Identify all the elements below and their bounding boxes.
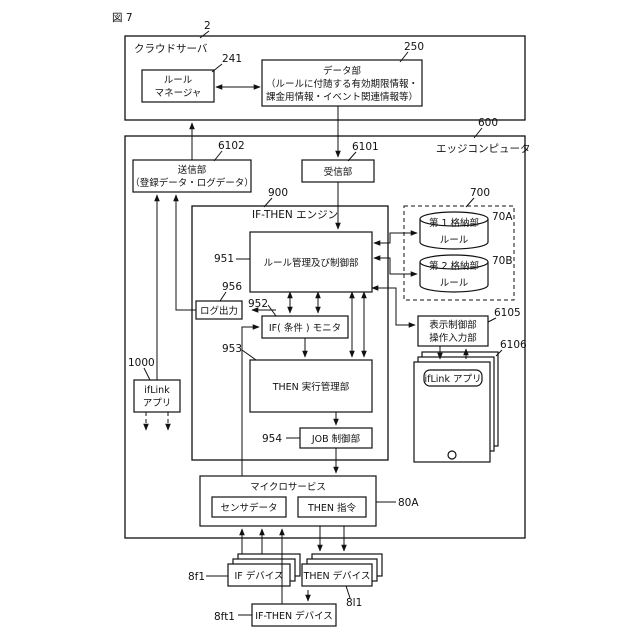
storage2-body: ルール: [440, 278, 469, 289]
ifthen-device-label: IF-THEN デバイス: [255, 610, 333, 622]
leader-then-exec: [242, 350, 256, 360]
rule-manager-label-2: マネージャ: [155, 88, 202, 99]
data-unit-label-3: 課金用情報・イベント関連情報等）: [266, 91, 418, 103]
rule-storage1-arrow: [374, 233, 417, 243]
rule-mgmt-label: ルール管理及び制御部: [263, 257, 358, 269]
ref-then-exec: 953: [222, 343, 242, 355]
sender-label-2: （登録データ・ログデータ）: [130, 177, 254, 189]
figure-label: 図 7: [112, 12, 133, 24]
then-exec-label: THEN 実行管理部: [272, 381, 350, 393]
receiver-label: 受信部: [324, 166, 353, 178]
ref-app: 1000: [128, 357, 155, 369]
ifthen-engine-label: IF-THEN エンジン: [252, 209, 338, 221]
ref-job: 954: [262, 433, 282, 445]
leader-log-output: [220, 292, 226, 301]
leader-app: [144, 368, 150, 380]
rule-storage2-arrow: [374, 258, 417, 274]
if-monitor-label: IF( 条件 ) モニタ: [269, 322, 341, 334]
then-command-label: THEN 指令: [307, 502, 357, 514]
storage1-body: ルール: [440, 235, 469, 246]
leader-rule-manager: [212, 64, 222, 72]
ref-data-unit: 250: [404, 41, 424, 53]
ref-storage2: 70B: [492, 255, 513, 267]
ref-if-device: 8f1: [188, 571, 205, 583]
data-unit-label-2: （ルールに付随する有効期限情報・: [266, 78, 418, 90]
rule-display-arrow: [372, 288, 415, 325]
ref-then-device: 8l1: [346, 597, 362, 609]
iflink-app-label-1: ifLink: [144, 385, 170, 396]
log-output-label: ログ出力: [200, 305, 238, 317]
tablet-app-label: ifLink アプリ: [425, 374, 482, 385]
ref-micro: 80A: [398, 497, 419, 509]
cloud-server-label: クラウドサーバ: [134, 43, 208, 55]
ref-tablet: 6106: [500, 339, 527, 351]
sender-label-1: 送信部: [178, 164, 207, 176]
leader-cloud: [200, 31, 209, 38]
ref-log-output: 956: [222, 281, 242, 293]
ref-receiver: 6101: [352, 141, 379, 153]
then-device-label: THEN デバイス: [303, 570, 371, 582]
microservice-label: マイクロサービス: [250, 482, 326, 493]
ref-display: 6105: [494, 307, 521, 319]
rule-manager-label-1: ルール: [164, 75, 193, 86]
log-to-sender-arrow: [176, 195, 196, 310]
data-unit-label-1: データ部: [323, 65, 361, 77]
tablet-device: [414, 352, 498, 462]
ref-if-monitor: 952: [248, 298, 268, 310]
display-label-2: 操作入力部: [429, 332, 477, 344]
ref-ifthen-device: 8ft1: [214, 611, 235, 623]
ref-cloud: 2: [204, 20, 211, 32]
if-device-label: IF デバイス: [234, 570, 283, 582]
ref-storage-group: 700: [470, 187, 490, 199]
ref-sender: 6102: [218, 140, 245, 152]
edge-computer-label: エッジコンピュータ: [436, 143, 531, 155]
leader-display: [488, 318, 496, 322]
ref-rule-mgmt: 951: [214, 253, 234, 265]
storage2-title: 第 2 格納部: [429, 260, 479, 272]
ref-storage1: 70A: [492, 211, 513, 223]
iflink-app-label-2: アプリ: [143, 398, 172, 409]
storage1-title: 第 1 格納部: [429, 217, 479, 229]
ref-engine: 900: [268, 187, 288, 199]
sensor-data-label: センサデータ: [220, 502, 277, 514]
job-label: JOB 制御部: [311, 433, 360, 445]
ref-edge: 600: [478, 117, 498, 129]
display-label-1: 表示制御部: [429, 319, 477, 331]
ref-rule-manager: 241: [222, 53, 242, 65]
